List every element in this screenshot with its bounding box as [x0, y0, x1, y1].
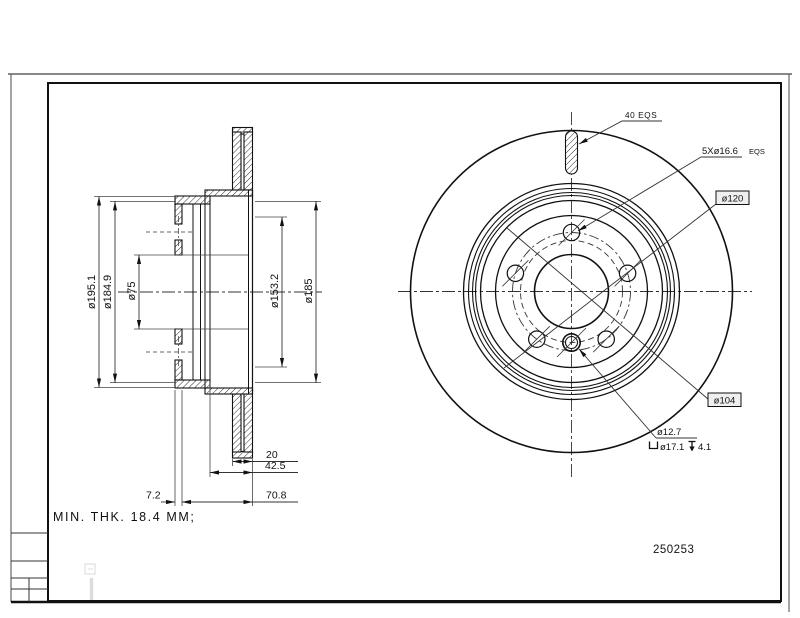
bolt-circle-label: ø120	[722, 194, 744, 205]
dim-label-hat-lip: ø195.1	[86, 275, 98, 309]
dim-label-hat-face: ø184.9	[102, 275, 114, 309]
vane-count-label: 40 EQS	[625, 111, 657, 120]
pin-circle-label-box	[707, 392, 742, 407]
bolt-hole-callout: 5Xø16.6	[702, 146, 738, 157]
bolt-holes	[502, 219, 641, 353]
counterbore-depth-label: 4.1	[698, 442, 711, 453]
bolt-circle-label-box	[715, 190, 750, 205]
part-number: 250253	[653, 544, 694, 556]
disc-circles	[409, 129, 734, 454]
dim-label-inner-face: ø153.2	[269, 274, 281, 308]
dim-label-overall-height: 70.8	[266, 490, 287, 502]
hat-section	[146, 189, 254, 395]
counterbore-dia-label: ø17.1	[660, 442, 684, 453]
margin-form-grid	[11, 532, 48, 602]
dim-label-wall-thickness: 7.2	[146, 490, 161, 502]
depth-icon	[688, 440, 696, 452]
dim-label-disc-thickness: 20	[266, 449, 278, 461]
pin-hole	[556, 327, 587, 358]
friction-ring-top	[231, 126, 254, 191]
sheet-frame	[8, 73, 792, 612]
min-thickness-note: MIN. THK. 18.4 MM;	[53, 510, 195, 524]
friction-ring-bottom	[231, 393, 254, 459]
front-view: 40 EQS 5Xø16.6 EQS ø120 ø104 ø12.7 ø17.1…	[398, 111, 765, 478]
section-view: ø195.1 ø184.9 ø75 ø153.2 ø185	[53, 126, 322, 524]
section-linear-dimensions: 20 42.5 7.2 70.8	[146, 382, 298, 506]
dim-label-hat-inset: 42.5	[265, 460, 286, 472]
center-bore-circle	[533, 253, 610, 330]
dim-label-center-bore: ø75	[126, 282, 138, 301]
pin-hole-label: ø12.7	[657, 427, 681, 438]
faint-stamp	[84, 563, 96, 600]
vane-slot-detail	[564, 130, 579, 175]
dim-label-hat-od: ø185	[303, 278, 315, 303]
bolt-hole-callout-suffix: EQS	[749, 147, 765, 156]
front-view-callouts: 40 EQS 5Xø16.6 EQS ø120 ø104 ø12.7 ø17.1…	[503, 111, 765, 453]
section-diameter-dimensions: ø195.1 ø184.9 ø75 ø153.2 ø185	[86, 196, 321, 388]
pin-circle-label: ø104	[714, 396, 736, 407]
counterbore-icon	[648, 441, 659, 450]
